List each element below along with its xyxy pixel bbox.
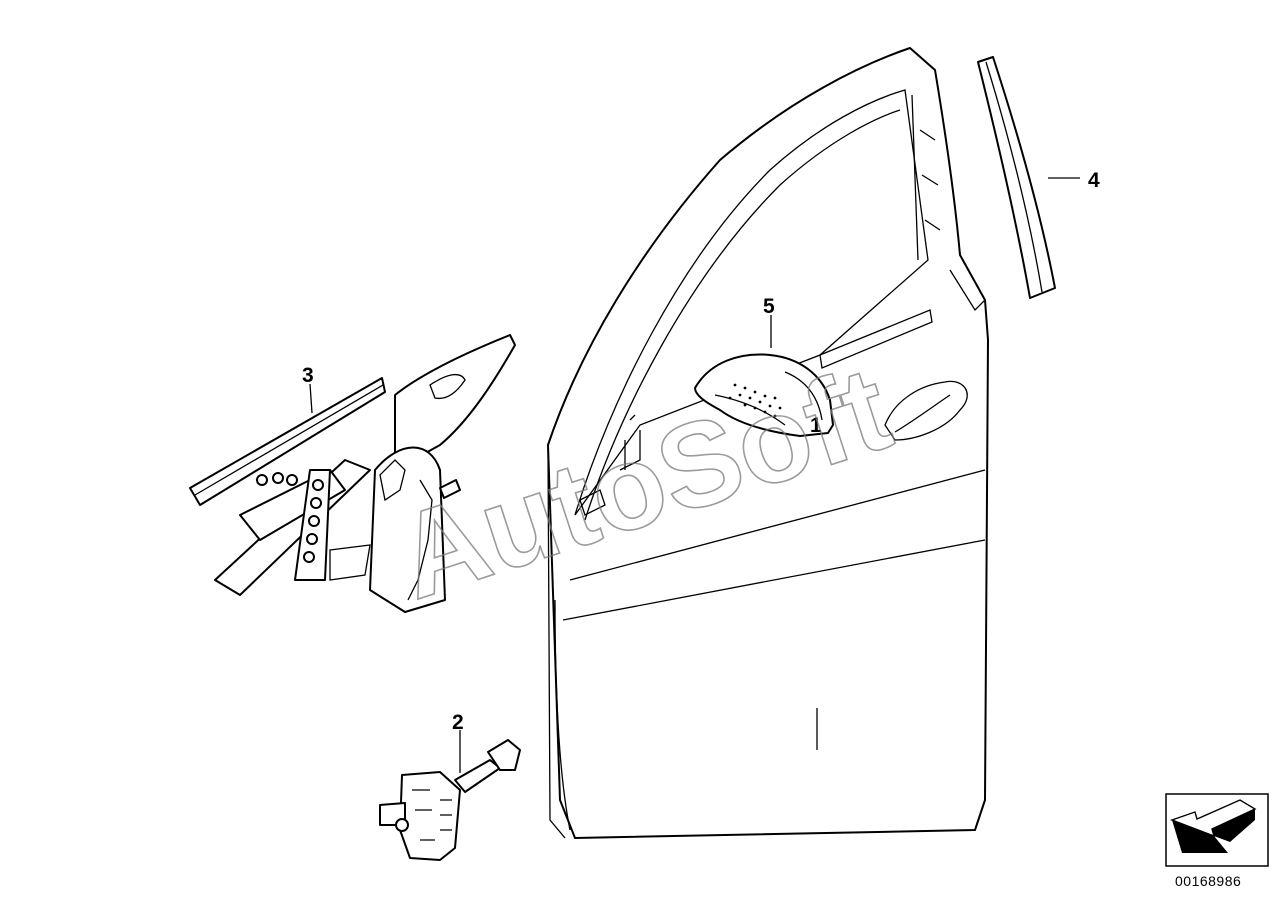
leader-line-3 [309, 383, 313, 414]
callout-2: 2 [452, 711, 464, 734]
callout-4: 4 [1088, 169, 1100, 192]
callout-5: 5 [763, 295, 775, 318]
door-shell[interactable] [547, 47, 989, 839]
door-check-strap[interactable] [379, 739, 521, 861]
callout-3: 3 [302, 364, 314, 387]
window-trim-strip[interactable] [977, 56, 1056, 299]
window-regulator[interactable] [189, 334, 516, 613]
diagram-id: 00168986 [1175, 873, 1242, 889]
callout-1: 1 [810, 414, 822, 437]
mirror-cap[interactable] [694, 353, 834, 437]
direction-arrow-icon[interactable] [1165, 793, 1269, 867]
